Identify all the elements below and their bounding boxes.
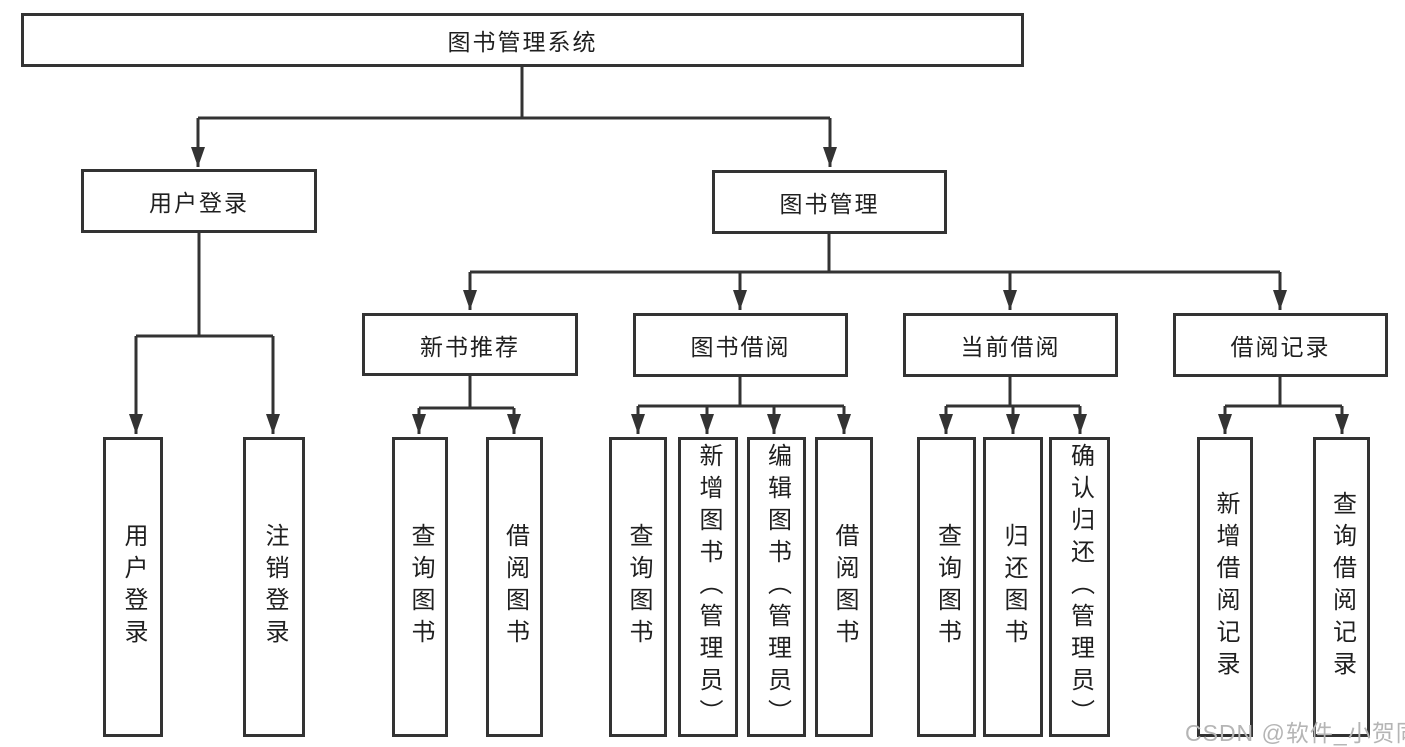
- node-user-login-label: 用户登录: [149, 190, 249, 216]
- node-user-login: 用户登录: [81, 169, 317, 233]
- leaf-recommend-borrow-books: 借阅图书: [486, 437, 543, 737]
- leaf-borrow-query-books-label: 查询图书: [625, 523, 652, 651]
- leaf-current-confirm-return-label: 确认归还（管理员）: [1066, 443, 1094, 731]
- leaf-recommend-borrow-books-label: 借阅图书: [501, 523, 529, 651]
- leaf-current-return-books: 归还图书: [983, 437, 1043, 737]
- leaf-current-return-books-label: 归还图书: [1000, 523, 1027, 651]
- leaf-logout: 注销登录: [243, 437, 305, 737]
- node-book-borrow-label: 图书借阅: [690, 334, 791, 360]
- node-library-system: 图书管理系统: [21, 13, 1024, 67]
- leaf-recommend-query-books-label: 查询图书: [407, 523, 434, 651]
- leaf-records-add: 新增借阅记录: [1197, 437, 1253, 737]
- node-book-management: 图书管理: [712, 170, 947, 234]
- leaf-borrow-add-books-label: 新增图书（管理员）: [695, 443, 722, 731]
- node-current-borrow: 当前借阅: [903, 313, 1118, 377]
- watermark-text: CSDN @软件_小贺同学: [1185, 720, 1405, 746]
- leaf-current-query-books: 查询图书: [917, 437, 976, 737]
- leaf-user-login: 用户登录: [103, 437, 163, 737]
- leaf-current-query-books-label: 查询图书: [933, 523, 961, 651]
- watermark: CSDN @软件_小贺同学: [1185, 714, 1405, 747]
- node-borrow-records: 借阅记录: [1173, 313, 1388, 377]
- node-book-borrow: 图书借阅: [633, 313, 848, 377]
- leaf-borrow-edit-books: 编辑图书（管理员）: [747, 437, 806, 737]
- node-new-book-recommend-label: 新书推荐: [420, 333, 520, 360]
- leaf-borrow-lend-books-label: 借阅图书: [831, 523, 858, 651]
- node-borrow-records-label: 借阅记录: [1230, 334, 1331, 360]
- leaf-records-add-label: 新增借阅记录: [1212, 491, 1239, 683]
- leaf-user-login-label: 用户登录: [120, 523, 147, 651]
- leaf-current-confirm-return: 确认归还（管理员）: [1049, 437, 1110, 737]
- leaf-borrow-edit-books-label: 编辑图书（管理员）: [763, 443, 791, 731]
- leaf-recommend-query-books: 查询图书: [392, 437, 448, 737]
- leaf-borrow-query-books: 查询图书: [609, 437, 667, 737]
- leaf-records-query-label: 查询借阅记录: [1328, 491, 1356, 683]
- leaf-records-query: 查询借阅记录: [1313, 437, 1370, 737]
- leaf-borrow-lend-books: 借阅图书: [815, 437, 873, 737]
- node-current-borrow-label: 当前借阅: [960, 334, 1061, 360]
- leaf-borrow-add-books: 新增图书（管理员）: [678, 437, 738, 737]
- node-book-management-label: 图书管理: [779, 191, 880, 217]
- leaf-logout-label: 注销登录: [261, 523, 288, 651]
- node-new-book-recommend: 新书推荐: [362, 313, 578, 376]
- node-library-system-label: 图书管理系统: [447, 29, 598, 55]
